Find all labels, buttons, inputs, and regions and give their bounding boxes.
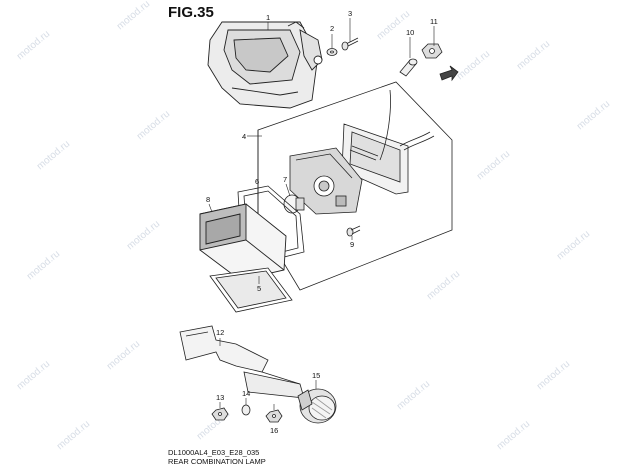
watermark-text: motod.ru bbox=[135, 109, 172, 143]
watermark-text: motod.ru bbox=[515, 39, 552, 73]
watermark-text: motod.ru bbox=[15, 29, 52, 63]
lens-8 bbox=[199, 203, 287, 281]
watermark-text: motod.ru bbox=[455, 49, 492, 83]
watermark-text: motod.ru bbox=[535, 359, 572, 393]
watermark-text: motod.ru bbox=[425, 269, 462, 303]
callout-2: 2 bbox=[330, 24, 334, 33]
part-name: REAR COMBINATION LAMP bbox=[168, 457, 266, 466]
watermark-text: motod.ru bbox=[105, 339, 142, 373]
callout-4: 4 bbox=[242, 132, 246, 141]
watermark-text: motod.ru bbox=[125, 219, 162, 253]
callout-3: 3 bbox=[348, 9, 352, 18]
watermark-text: motod.ru bbox=[555, 229, 592, 263]
watermark-text: motod.ru bbox=[25, 249, 62, 283]
forward-arrow-icon bbox=[439, 65, 459, 82]
nut-13 bbox=[211, 407, 229, 421]
callout-6: 6 bbox=[255, 177, 259, 186]
leader-lines bbox=[208, 18, 435, 410]
callout-15: 15 bbox=[312, 371, 320, 380]
watermark-text: motod.ru bbox=[375, 9, 412, 43]
model-code: DL1000AL4_E03_E28_035 bbox=[168, 448, 260, 457]
screw-9 bbox=[346, 225, 361, 237]
callout-16: 16 bbox=[270, 426, 278, 435]
callout-5: 5 bbox=[257, 284, 261, 293]
screw-3 bbox=[341, 37, 359, 51]
callout-1: 1 bbox=[266, 13, 270, 22]
watermark-text: motod.ru bbox=[495, 419, 532, 453]
wire-harness bbox=[349, 89, 391, 161]
callout-13: 13 bbox=[216, 393, 224, 402]
callout-12: 12 bbox=[216, 328, 224, 337]
grommet-10 bbox=[399, 58, 418, 77]
callout-14: 14 bbox=[242, 389, 250, 398]
washer-14 bbox=[241, 404, 251, 416]
watermark-text: motod.ru bbox=[35, 139, 72, 173]
washer-2 bbox=[326, 48, 338, 56]
bulb-socket bbox=[289, 147, 363, 215]
tail-lamp-housing bbox=[207, 21, 323, 109]
callout-11: 11 bbox=[430, 17, 438, 26]
watermark-text: motod.ru bbox=[115, 0, 152, 32]
watermark-text: motod.ru bbox=[575, 99, 612, 133]
bulb-7 bbox=[283, 194, 305, 214]
watermark-text: motod.ru bbox=[395, 379, 432, 413]
watermark-text: motod.ru bbox=[475, 149, 512, 183]
nut-11 bbox=[421, 43, 443, 59]
callout-10: 10 bbox=[406, 28, 414, 37]
lens-plate-5 bbox=[209, 267, 293, 313]
license-lamp-15 bbox=[297, 388, 337, 424]
nut-16 bbox=[265, 409, 283, 423]
license-bracket-12 bbox=[179, 325, 305, 399]
callout-8: 8 bbox=[206, 195, 210, 204]
watermark-text: motod.ru bbox=[15, 359, 52, 393]
callout-9: 9 bbox=[350, 240, 354, 249]
callout-7: 7 bbox=[283, 175, 287, 184]
fig-title: FIG.35 bbox=[168, 4, 214, 21]
callout-numbers: 1 2 3 4 5 6 7 8 9 10 11 12 13 14 15 16 bbox=[206, 9, 438, 435]
watermark-text: motod.ru bbox=[55, 419, 92, 453]
